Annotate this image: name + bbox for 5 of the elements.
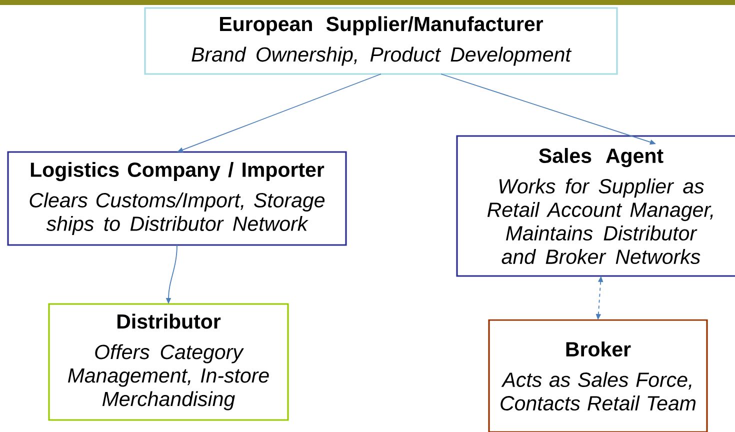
process-box: Distributor Offers Category Management, In-store Merchandising [48,303,289,421]
process-box: Sales Agent Works for Supplier as Retail Account Manager, Maintains Distributor and Broker Networks [456,135,735,277]
process-box: Broker Acts as Sales Force, Contacts Retail Team [488,319,708,432]
process-box: Logistics Company / Importer Clears Customs/Import, Storage ships to Distributor Network [7,151,347,246]
process-box: European Supplier/Manufacturer Brand Ownership, Product Development [144,7,618,75]
